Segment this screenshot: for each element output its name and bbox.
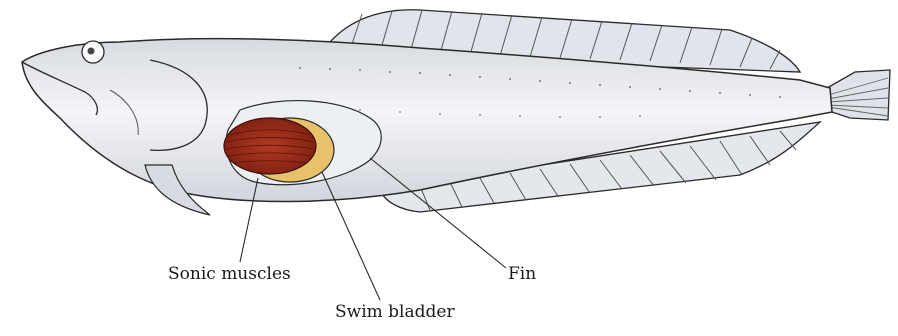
fin-label: Fin <box>508 264 536 284</box>
eye-pupil <box>88 48 95 55</box>
sonic-muscles-label: Sonic muscles <box>168 264 291 284</box>
sonic-muscles <box>224 118 316 174</box>
swim-bladder-label: Swim bladder <box>335 302 455 322</box>
